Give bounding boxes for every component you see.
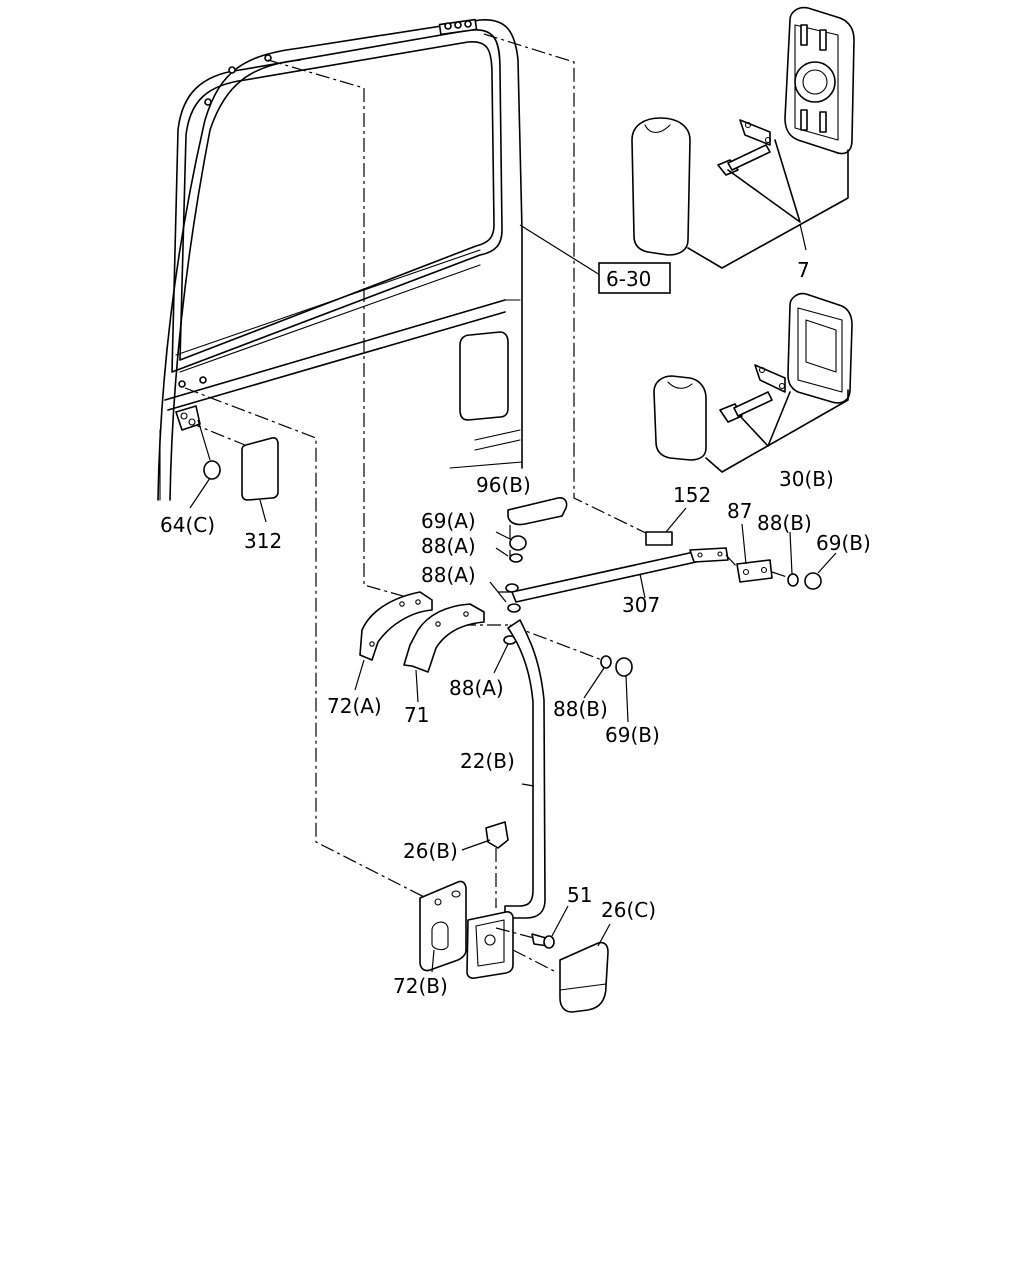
mirror-cover-lower — [653, 375, 707, 461]
label-part-88b-lower: 88(B) — [553, 697, 608, 721]
part-87-bracket — [736, 559, 773, 583]
part-152-plate — [645, 531, 673, 546]
label-part-88b-upper: 88(B) — [757, 511, 812, 535]
assembly-line-10 — [771, 571, 791, 579]
label-part-69b-lower: 69(B) — [605, 723, 660, 747]
leader-307 — [639, 573, 646, 599]
part-307-end — [689, 547, 729, 563]
part-26b-clip — [485, 821, 509, 849]
assembly-line-9 — [725, 554, 739, 569]
leader-30b-b — [739, 391, 791, 447]
leader-88b-lower — [583, 667, 605, 699]
leader-64c — [189, 477, 211, 509]
mirror-head-upper — [784, 6, 855, 155]
leader-72a — [354, 659, 365, 691]
assembly-line-12 — [495, 927, 535, 939]
leader-26c — [597, 923, 611, 947]
leader-312 — [259, 499, 267, 523]
part-69a-nut — [509, 535, 527, 551]
part-hinge-small — [175, 405, 201, 431]
ref-box-6-30 — [598, 262, 671, 294]
leader-69b-upper — [817, 552, 837, 574]
label-part-69a: 69(A) — [421, 509, 476, 533]
label-part-64c: 64(C) — [160, 513, 215, 537]
leader-7-a — [687, 149, 849, 269]
mirror-bracket-upper — [717, 119, 772, 176]
assembly-line-3 — [184, 387, 431, 901]
leader-69b-lower — [625, 675, 629, 723]
part-96b-cap — [507, 497, 568, 526]
part-88a-washer-1 — [509, 553, 523, 563]
part-88b-washer-upper — [787, 573, 799, 587]
label-part-88a-2: 88(A) — [421, 563, 476, 587]
label-part-30b: 30(B) — [779, 467, 834, 491]
label-part-87: 87 — [727, 499, 752, 523]
part-26c-cover — [559, 941, 609, 1013]
label-part-72b: 72(B) — [393, 974, 448, 998]
label-part-26b: 26(B) — [403, 839, 458, 863]
part-307-stay — [511, 551, 697, 603]
leader-87 — [741, 523, 747, 565]
mirror-head-lower — [787, 292, 853, 404]
label-part-88a-3: 88(A) — [449, 676, 504, 700]
assembly-line-4 — [187, 421, 246, 446]
label-part-312: 312 — [244, 529, 282, 553]
assembly-line-2 — [267, 59, 411, 599]
label-part-22b: 22(B) — [460, 749, 515, 773]
cab-door — [157, 18, 523, 501]
part-22b-arm — [504, 619, 546, 919]
label-part-71: 71 — [404, 703, 429, 727]
part-88a-washer-3 — [507, 603, 521, 613]
part-64c-plug — [203, 460, 221, 480]
label-ref-6-30: 6-30 — [606, 267, 651, 291]
part-69b-nut-upper — [804, 572, 822, 590]
label-part-7: 7 — [797, 258, 810, 282]
leader-plug — [197, 419, 211, 461]
label-part-72a: 72(A) — [327, 694, 382, 718]
leader-71 — [415, 669, 419, 703]
part-69b-nut-lower — [615, 657, 633, 677]
part-72a-bracket — [359, 591, 433, 661]
leader-72b — [431, 949, 435, 973]
label-part-51: 51 — [567, 883, 592, 907]
leader-88b-upper — [789, 531, 793, 575]
leader-152 — [665, 507, 687, 533]
leader-69a — [495, 531, 513, 541]
assembly-line-13 — [512, 949, 557, 973]
label-part-26c: 26(C) — [601, 898, 656, 922]
label-part-96b: 96(B) — [476, 473, 531, 497]
leader-6-30 — [519, 224, 601, 276]
leader-51 — [551, 905, 569, 937]
assembly-line-6 — [509, 624, 603, 661]
leader-7-c — [799, 223, 807, 251]
assembly-line-1 — [483, 33, 651, 536]
label-part-152: 152 — [673, 483, 711, 507]
leader-88a-3 — [493, 643, 509, 674]
part-72b-base — [419, 880, 467, 972]
leader-7-b — [727, 139, 801, 223]
leader-88a-2 — [489, 581, 507, 603]
part-312-cover — [241, 437, 279, 501]
leader-22b — [521, 783, 535, 787]
mirror-bracket-lower — [719, 364, 786, 423]
part-71-bracket — [403, 603, 485, 673]
part-88b-washer-lower — [600, 655, 612, 669]
label-part-69b-upper: 69(B) — [816, 531, 871, 555]
mirror-cover-upper — [631, 117, 691, 256]
label-part-307: 307 — [622, 593, 660, 617]
label-part-88a-1: 88(A) — [421, 534, 476, 558]
leader-88a-1 — [495, 547, 509, 557]
leader-26b — [461, 839, 491, 851]
leader-30b-a — [705, 389, 849, 473]
